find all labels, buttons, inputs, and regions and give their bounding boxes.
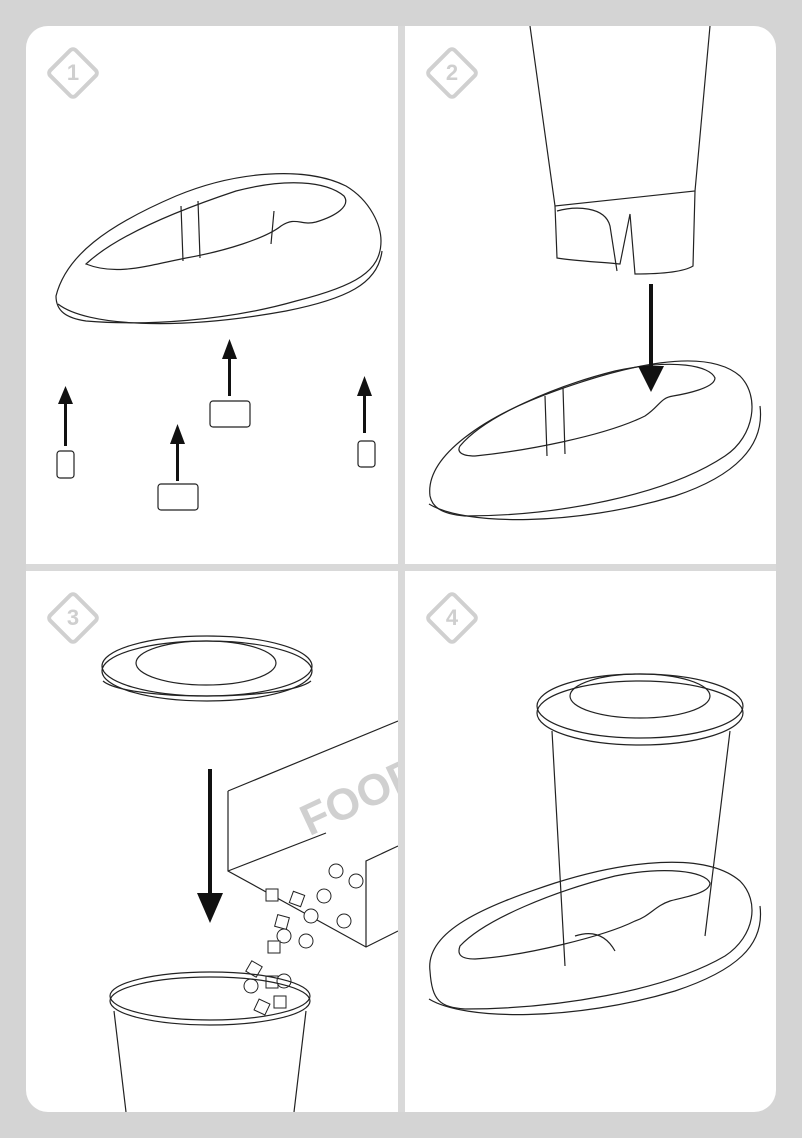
down-arrow (197, 769, 223, 923)
step-number: 4 (445, 605, 459, 630)
step-3-badge: 3 (43, 588, 103, 648)
step-1-badge: 1 (43, 43, 103, 103)
horizontal-divider (26, 564, 776, 571)
step-2-badge: 2 (422, 43, 482, 103)
container-into-base-illustration (428, 26, 762, 521)
feet-with-arrows (56, 339, 376, 511)
instruction-sheet: 1 2 (26, 26, 776, 1112)
base-bowl-illustration (55, 173, 383, 325)
diamond-icon (426, 592, 478, 644)
diamond-icon (426, 47, 478, 99)
container-open-illustration (109, 971, 311, 1112)
step-number: 2 (445, 60, 459, 85)
kibble-pieces (243, 863, 364, 1016)
step-number: 1 (66, 60, 80, 85)
step-2-panel: 2 (405, 26, 776, 564)
food-box-illustration: FOOD (227, 720, 398, 948)
diamond-icon (47, 592, 99, 644)
step-4-badge: 4 (422, 588, 482, 648)
down-arrow (638, 284, 664, 392)
diamond-icon (47, 47, 99, 99)
step-3-panel: 3 FOOD (26, 571, 398, 1112)
assembled-feeder-illustration (428, 673, 762, 1016)
lid-illustration (101, 635, 313, 702)
step-1-panel: 1 (26, 26, 398, 564)
step-4-panel: 4 (405, 571, 776, 1112)
step-number: 3 (66, 605, 80, 630)
